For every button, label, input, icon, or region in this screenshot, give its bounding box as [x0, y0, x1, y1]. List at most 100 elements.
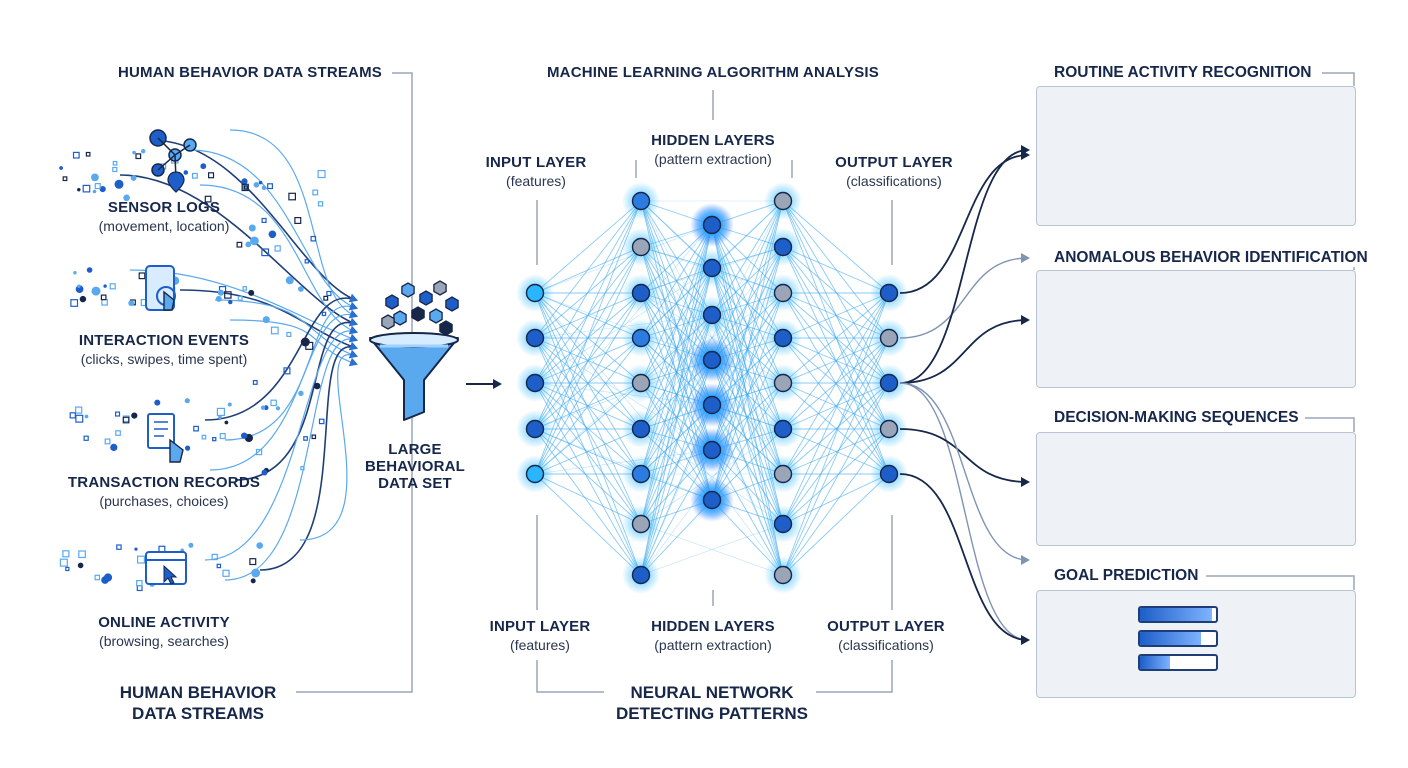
- data-hex: [401, 282, 415, 298]
- network-link: [640, 200, 784, 475]
- scatter-dot: [250, 578, 256, 584]
- stream-line: [179, 289, 358, 351]
- funnel-body: [369, 337, 459, 421]
- network-node: [773, 373, 793, 393]
- scatter-dot: [103, 284, 107, 288]
- network-node: [525, 419, 545, 439]
- scatter-square: [317, 170, 326, 179]
- network-node: [773, 283, 793, 303]
- stream-line: [209, 309, 358, 471]
- network-node: [631, 565, 651, 585]
- scatter-square: [137, 555, 146, 564]
- network-node: [702, 490, 722, 510]
- scatter-dot: [77, 284, 81, 288]
- output-arrows: [899, 145, 1030, 645]
- network-node: [879, 419, 899, 439]
- scatter-dots: [59, 149, 332, 592]
- network-link: [640, 200, 713, 316]
- network-link: [782, 292, 890, 339]
- goal-progress-bar-2: [1138, 630, 1218, 647]
- network-node: [631, 373, 651, 393]
- scatter-square: [270, 399, 277, 407]
- network-link: [782, 428, 890, 475]
- network-link: [534, 428, 642, 525]
- scatter-dot: [77, 562, 84, 569]
- stream-line: [229, 319, 358, 367]
- tap-hand-icon: [163, 290, 175, 311]
- scatter-dot: [132, 150, 136, 155]
- stream-line: [199, 184, 358, 335]
- output-arrow: [899, 315, 1030, 384]
- network-link: [782, 200, 890, 294]
- network-link: [534, 246, 642, 475]
- dataset-label-1: LARGE: [388, 441, 442, 458]
- scatter-square: [243, 185, 248, 190]
- scatter-square: [69, 412, 76, 419]
- scatter-square: [274, 245, 281, 252]
- middle-title-top: MACHINE LEARNING ALGORITHM ANALYSIS: [546, 64, 879, 81]
- network-link: [534, 382, 713, 406]
- scatter-dot: [188, 542, 194, 548]
- scatter-square: [326, 290, 332, 297]
- scatter-dot: [123, 194, 130, 202]
- scatter-dot: [59, 166, 63, 170]
- scatter-square: [136, 579, 143, 587]
- scatter-dot: [130, 175, 137, 181]
- card-title-routine: ROUTINE ACTIVITY RECOGNITION: [1048, 64, 1318, 82]
- input-label-top: INPUT LAYER: [485, 154, 587, 171]
- network-node: [525, 328, 545, 348]
- scatter-square: [255, 448, 263, 456]
- network-link: [640, 523, 784, 576]
- scatter-square: [318, 418, 325, 425]
- scatter-square: [115, 430, 121, 436]
- network-link: [782, 337, 890, 475]
- network-link: [782, 292, 890, 384]
- goal-progress-fill-3: [1140, 656, 1171, 669]
- network-link: [534, 224, 713, 430]
- output-arrow: [899, 382, 1030, 565]
- stream-name-sensor: SENSOR LOGS: [107, 199, 221, 216]
- scatter-square: [72, 151, 80, 159]
- scatter-square: [109, 283, 116, 290]
- scatter-square: [70, 299, 79, 307]
- output-arrow: [899, 473, 1030, 645]
- data-hex: [381, 314, 395, 330]
- scatter-square: [83, 435, 89, 441]
- scatter-square: [211, 553, 218, 561]
- scatter-square: [94, 574, 101, 581]
- funnel-icon: [369, 280, 502, 421]
- scatter-dot: [250, 236, 259, 246]
- scatter-square: [136, 585, 143, 592]
- hidden-label-top: HIDDEN LAYERS: [651, 132, 775, 149]
- data-hex: [433, 280, 447, 296]
- scatter-square: [59, 558, 68, 567]
- stream-lines: [119, 129, 358, 581]
- network-link: [711, 337, 784, 501]
- scatter-square: [65, 566, 70, 572]
- cursor-icon: [163, 564, 178, 585]
- network-link: [534, 473, 642, 525]
- scatter-square: [236, 241, 243, 248]
- network-node: [525, 283, 545, 303]
- card-decision: [1036, 432, 1356, 546]
- scatter-square: [317, 201, 324, 207]
- network-link: [640, 224, 713, 384]
- scatter-square: [82, 184, 91, 193]
- card-title-decision: DECISION-MAKING SEQUENCES: [1048, 409, 1305, 427]
- scatter-square: [283, 367, 291, 375]
- network-link: [640, 428, 784, 525]
- scatter-square: [300, 466, 305, 471]
- scatter-dot: [218, 415, 222, 420]
- left-bracket: [296, 72, 413, 693]
- scatter-dot: [285, 276, 294, 285]
- output-label-top: OUTPUT LAYER: [835, 154, 953, 171]
- scatter-square: [75, 414, 84, 423]
- hidden-label-bottom: HIDDEN LAYERS: [651, 618, 775, 635]
- scatter-dot: [84, 414, 89, 419]
- left-title-bottom-1: HUMAN BEHAVIOR: [119, 683, 277, 702]
- scatter-square: [212, 437, 217, 442]
- location-pin-icon: [167, 171, 185, 193]
- scatter-square: [101, 299, 108, 306]
- scatter-square: [286, 331, 292, 338]
- network-node: [879, 464, 899, 484]
